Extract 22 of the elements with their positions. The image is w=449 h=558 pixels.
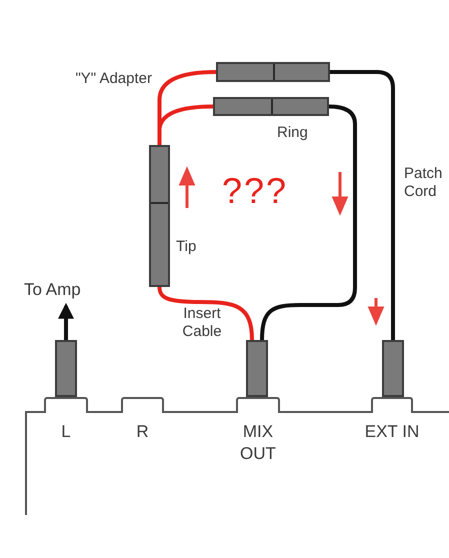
question-marks: ??? xyxy=(222,170,288,212)
jack-label: L xyxy=(60,421,72,443)
output-label: To Amp xyxy=(24,280,110,300)
jack-label: EXT IN xyxy=(364,421,420,443)
plug xyxy=(216,62,330,82)
cable-label: "Y" Adapter xyxy=(74,70,152,88)
cable xyxy=(330,70,395,340)
plug-label: Tip xyxy=(176,238,196,256)
jack-label: R xyxy=(135,421,150,443)
cable-label: Patch Cord xyxy=(404,165,444,201)
device-panel xyxy=(25,397,449,515)
plug xyxy=(382,340,404,397)
plug xyxy=(213,97,329,116)
cable xyxy=(158,104,214,145)
plug xyxy=(149,145,170,287)
plug xyxy=(246,340,268,397)
plug xyxy=(55,340,77,397)
cable xyxy=(260,104,357,340)
cable xyxy=(58,302,74,340)
plug-label: Ring xyxy=(277,124,308,142)
cable-label: Insert Cable xyxy=(181,305,223,341)
jack-label: MIX OUT xyxy=(239,421,277,466)
